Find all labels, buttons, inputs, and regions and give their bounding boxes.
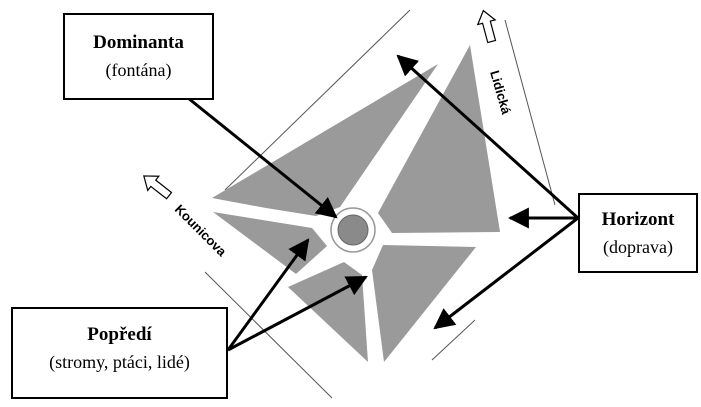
lidicka-direction-arrow [476, 9, 497, 44]
horizont-subtitle: (doprava) [603, 237, 673, 257]
dominanta-title: Dominanta [93, 32, 184, 53]
arrow-popredi-south [227, 275, 368, 352]
popredi-subtitle: (stromy, ptáci, lidé) [49, 352, 190, 372]
popredi-title: Popředí [87, 324, 152, 345]
plaza-sector-north-west [212, 64, 438, 216]
road-edge-line [224, 9, 411, 191]
plaza-sector-south-east [372, 245, 476, 362]
kounicova-direction-arrow [143, 175, 173, 200]
dominanta-subtitle: (fontána) [105, 60, 172, 80]
horizont-box: Horizont (doprava) [578, 193, 698, 273]
arrow-dominanta-fountain [187, 96, 338, 219]
road-edge-line [431, 319, 476, 361]
arrow-horizont-top [396, 54, 580, 220]
popredi-box: Popředí (stromy, ptáci, lidé) [11, 307, 228, 399]
plaza-sector-west [213, 212, 327, 274]
fountain [337, 214, 369, 246]
road-edge-line [504, 19, 556, 206]
dominanta-box: Dominanta (fontána) [63, 13, 214, 100]
street-label-kounicova: Kounicova [172, 202, 230, 260]
horizont-title: Horizont [601, 209, 675, 230]
plaza-sector-north-east [378, 45, 500, 233]
arrow-horizont-bottom [433, 216, 579, 330]
street-label-lidicka: Lidická [487, 69, 514, 117]
road-edge-line [204, 271, 333, 399]
arrow-popredi-west [226, 238, 310, 351]
